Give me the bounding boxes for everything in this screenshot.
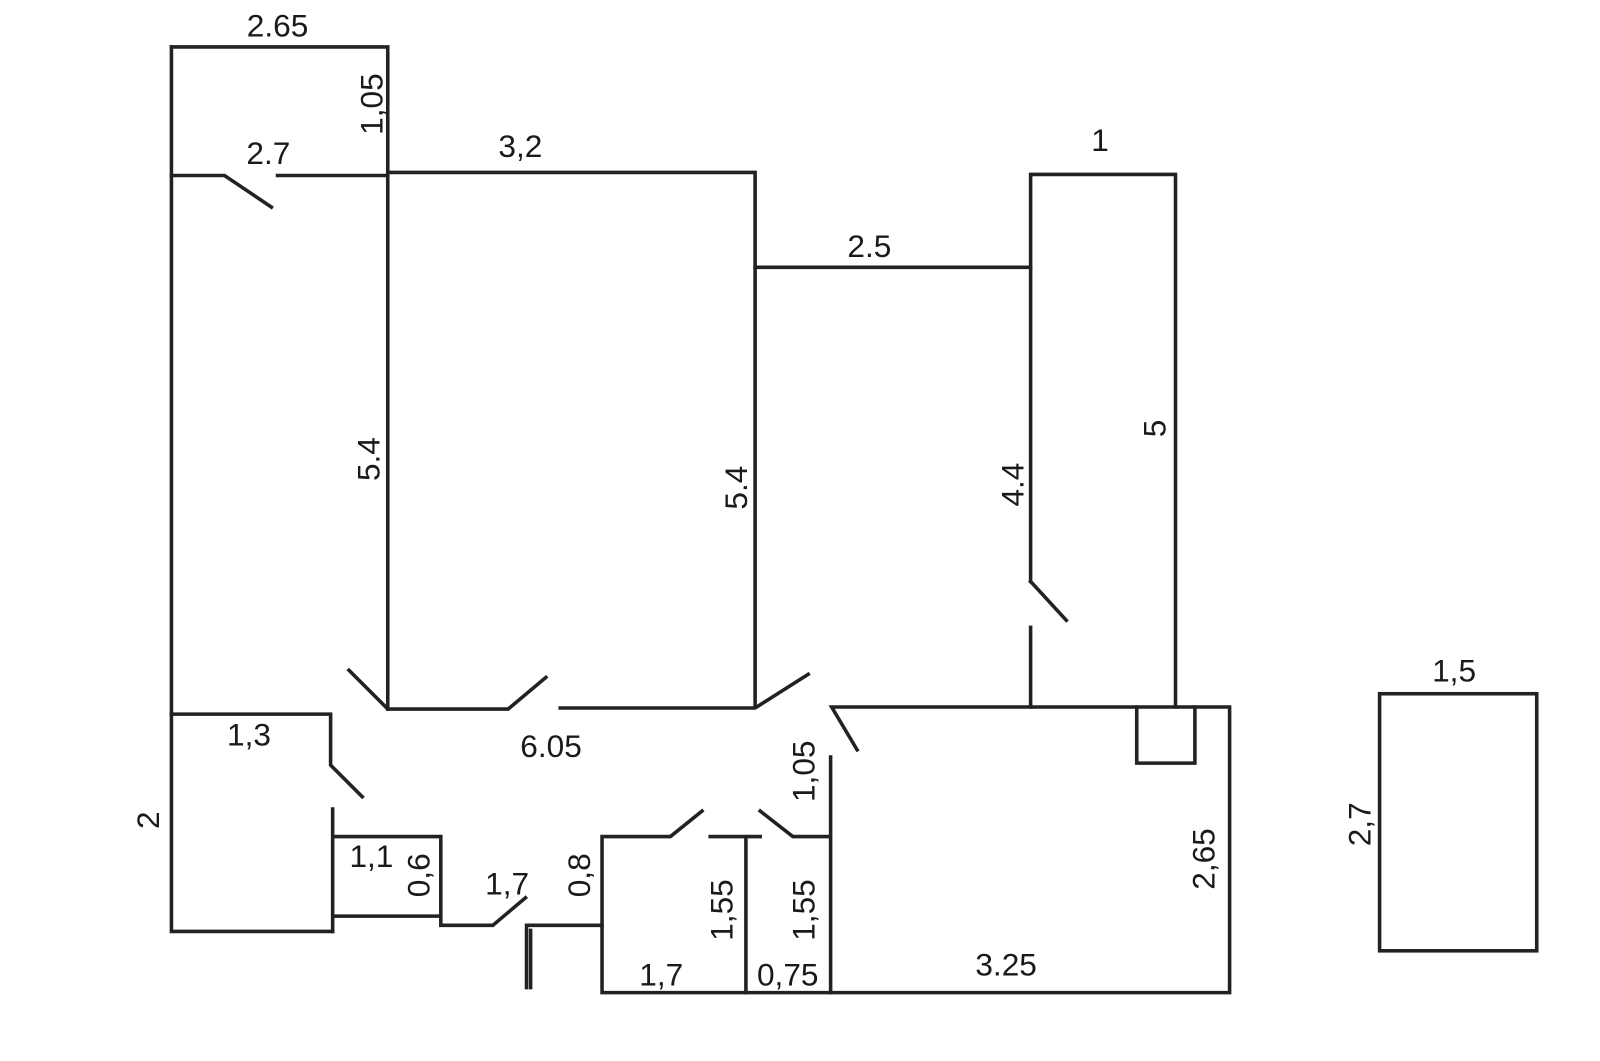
label-room-b-top: 2.5 — [847, 228, 891, 264]
label-small-room-width: 1,3 — [227, 717, 271, 753]
label-room-a-width: 3,2 — [498, 128, 542, 164]
label-closet-width: 1,1 — [349, 838, 393, 874]
balcony — [1377, 691, 1539, 953]
label-wc-width: 0,75 — [757, 957, 819, 993]
label-left-height: 2 — [130, 811, 166, 829]
label-room-c-width: 1 — [1091, 122, 1109, 158]
label-top-left-height: 1,05 — [354, 73, 390, 135]
label-hall-length: 6.05 — [520, 728, 582, 764]
label-room-c-height: 5 — [1136, 420, 1172, 438]
dimension-labels: 2.65 1,05 2.7 3,2 5.4 5.4 2.5 4.4 1 5 6.… — [130, 8, 1476, 993]
label-bath-width: 1,7 — [639, 957, 683, 993]
label-room-a-left: 5.4 — [351, 437, 387, 481]
label-door-gap: 1,05 — [785, 741, 821, 803]
label-wc-height: 1,55 — [785, 879, 821, 941]
label-room-b-side: 4.4 — [994, 463, 1030, 507]
label-closet-depth: 0,6 — [401, 853, 437, 897]
label-bath-height: 1,55 — [704, 879, 740, 941]
label-passage: 1,7 — [485, 866, 529, 902]
label-top-left-width: 2.65 — [247, 8, 309, 44]
label-balcony-height: 2,7 — [1341, 802, 1377, 846]
label-balcony-width: 1,5 — [1432, 652, 1476, 688]
label-passage-depth: 0,8 — [561, 853, 597, 897]
label-room-a-right: 5.4 — [718, 466, 754, 510]
label-kitchen-height: 2,65 — [1185, 828, 1221, 890]
walls — [169, 45, 1539, 995]
label-kitchen-width: 3.25 — [975, 946, 1037, 982]
label-corridor-top: 2.7 — [246, 135, 290, 171]
